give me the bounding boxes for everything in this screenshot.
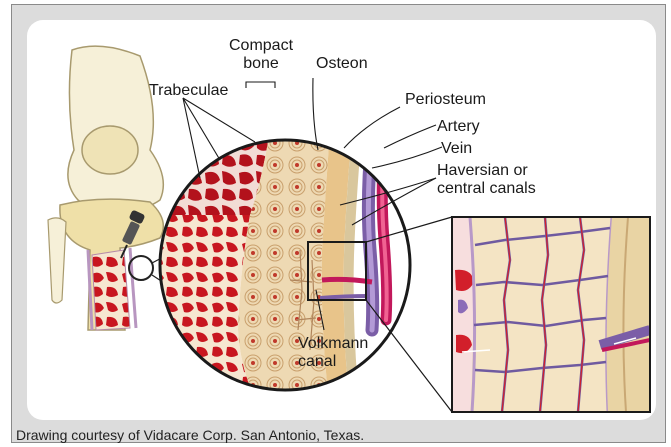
label-vein: Vein bbox=[441, 140, 472, 157]
label-volkmann-line1: Volkmann bbox=[298, 335, 368, 352]
label-compact-bone-line1: Compact bbox=[229, 37, 294, 54]
label-trabeculae: Trabeculae bbox=[149, 82, 229, 99]
figure-caption: Drawing courtesy of Vidacare Corp. San A… bbox=[16, 427, 364, 443]
label-haversian-line1: Haversian or bbox=[437, 162, 528, 179]
label-haversian-line2: central canals bbox=[437, 180, 536, 197]
label-compact-bone-line2: bone bbox=[243, 55, 279, 72]
label-volkmann-line2: canal bbox=[298, 353, 336, 370]
label-periosteum: Periosteum bbox=[405, 91, 486, 108]
label-osteon: Osteon bbox=[316, 55, 368, 72]
volkmann-canal-inset bbox=[452, 217, 650, 412]
label-artery: Artery bbox=[437, 118, 480, 135]
